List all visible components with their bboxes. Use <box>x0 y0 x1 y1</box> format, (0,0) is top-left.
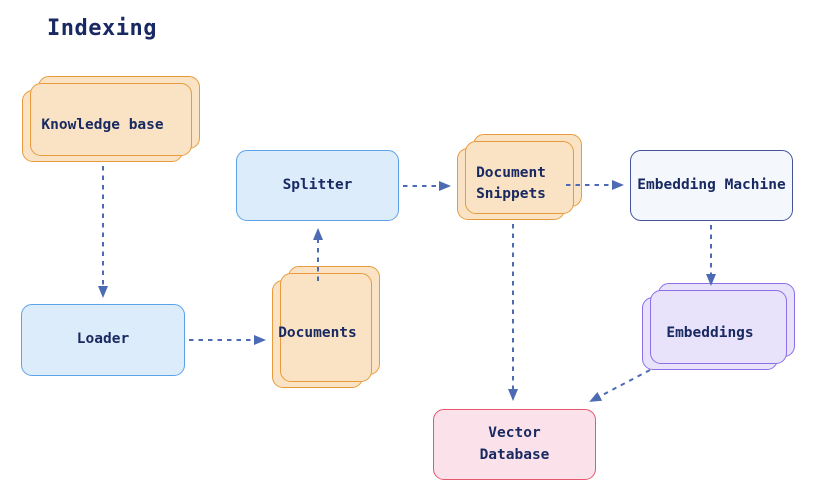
node-documents: Documents <box>272 280 363 388</box>
node-embedding-machine-label: Embedding Machine <box>637 176 786 193</box>
node-vector-database: Vector Database <box>433 409 596 480</box>
node-knowledge-base-label: Knowledge base <box>41 117 164 134</box>
node-document-snippets-label: Document Snippets <box>476 164 546 202</box>
node-embedding-machine: Embedding Machine <box>630 150 793 221</box>
node-embeddings-label: Embeddings <box>666 324 754 341</box>
edge-embeddings-to-vector-database <box>589 369 651 402</box>
node-loader: Loader <box>21 304 185 376</box>
node-knowledge-base: Knowledge base <box>22 90 183 162</box>
node-embeddings: Embeddings <box>642 297 778 370</box>
node-documents-label: Documents <box>278 325 357 342</box>
diagram-title: Indexing <box>47 16 157 41</box>
node-splitter-label: Splitter <box>282 176 353 193</box>
node-loader-label: Loader <box>76 331 130 348</box>
node-document-snippets: Document Snippets <box>457 148 565 220</box>
node-vector-database-label: Vector Database <box>479 425 550 463</box>
node-splitter: Splitter <box>236 150 399 221</box>
